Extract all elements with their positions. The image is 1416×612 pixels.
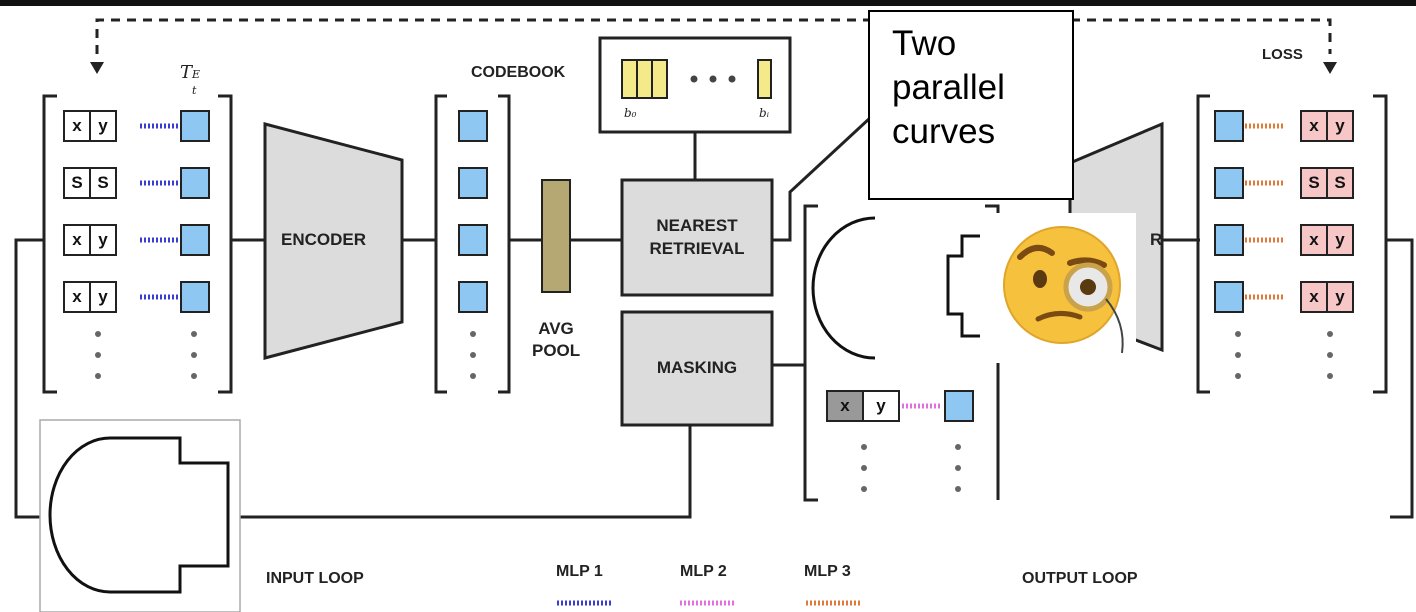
output-token-b-2: y <box>1326 224 1354 256</box>
input-loop-label: INPUT LOOP <box>266 570 364 587</box>
arrow-head-left <box>90 62 104 74</box>
input-token-b-1: S <box>89 167 117 199</box>
inset-parallel-curves <box>48 436 230 594</box>
masking-block <box>620 310 774 427</box>
avg-pool-block <box>541 179 571 293</box>
output-embedding-0 <box>1214 110 1244 142</box>
input-embedding-0 <box>180 110 210 142</box>
input-token-a-1: S <box>63 167 91 199</box>
enc-bracket-left <box>434 94 447 394</box>
face-with-monocle-icon <box>996 213 1136 363</box>
input-ellipsis <box>95 331 197 379</box>
output-bracket-right <box>1373 94 1388 394</box>
output-token-b-1: S <box>1326 167 1354 199</box>
input-token-a-0: x <box>63 110 91 142</box>
input-bracket-right <box>218 94 233 394</box>
encoder-output-0 <box>458 110 488 142</box>
output-token-a-3: x <box>1300 281 1328 313</box>
loss-label: LOSS <box>1262 46 1303 63</box>
mlp3-links <box>1245 123 1285 300</box>
loss-feedback-arrow <box>95 18 1332 54</box>
codebook-label: CODEBOOK <box>471 64 566 81</box>
legend-mlp2-label: MLP 2 <box>680 563 727 580</box>
input-bracket-left <box>42 94 57 394</box>
output-bracket-left <box>1196 94 1210 394</box>
output-token-a-0: x <box>1300 110 1328 142</box>
codebook-entries <box>621 59 772 99</box>
mlp1-links <box>140 123 178 300</box>
codebook-first-label: b₀ <box>624 106 637 120</box>
callout-text: Two parallel curves <box>892 24 1005 151</box>
output-token-b-0: y <box>1326 110 1354 142</box>
enc-ellipsis <box>470 331 476 379</box>
output-loop-label: OUTPUT LOOP <box>1022 570 1138 587</box>
output-loop-line <box>1386 238 1414 519</box>
masked-bracket-left <box>803 204 818 502</box>
masked-token-b: y <box>862 390 900 422</box>
codebook-last-label: bᵢ <box>759 106 770 120</box>
encoder-block <box>263 122 404 360</box>
arrow-head-right <box>1323 62 1337 74</box>
output-token-a-1: S <box>1300 167 1328 199</box>
input-token-a-2: x <box>63 224 91 256</box>
masked-bracket-right <box>985 204 1000 500</box>
output-token-a-2: x <box>1300 224 1328 256</box>
parallel-curve-bracket <box>946 234 980 338</box>
decoder-label-partial: R <box>1150 230 1163 249</box>
input-token-b-2: y <box>89 224 117 256</box>
top-bar <box>0 0 1416 6</box>
encoder-output-3 <box>458 281 488 313</box>
masked-token-a: x <box>826 390 864 422</box>
parallel-curve-arc <box>811 216 876 360</box>
output-token-b-3: y <box>1326 281 1354 313</box>
masked-ellipsis <box>861 444 961 492</box>
input-token-a-3: x <box>63 281 91 313</box>
masked-embedding <box>944 390 974 422</box>
enc-bracket-right <box>498 94 511 394</box>
output-embedding-2 <box>1214 224 1244 256</box>
masking-label: MASKING <box>656 358 738 377</box>
encoder-output-2 <box>458 224 488 256</box>
input-embedding-2 <box>180 224 210 256</box>
input-embedding-3 <box>180 281 210 313</box>
callout-box: Two parallel curves <box>868 10 1074 200</box>
output-embedding-1 <box>1214 167 1244 199</box>
input-embedding-1 <box>180 167 210 199</box>
output-embedding-3 <box>1214 281 1244 313</box>
nearest-retrieval-block <box>620 178 774 297</box>
output-ellipsis <box>1235 331 1333 379</box>
input-token-b-0: y <box>89 110 117 142</box>
legend-mlp3-label: MLP 3 <box>804 563 851 580</box>
legend-mlp1-label: MLP 1 <box>556 563 603 580</box>
input-token-b-3: y <box>89 281 117 313</box>
encoder-label: ENCODER <box>281 230 367 249</box>
encoder-output-1 <box>458 167 488 199</box>
